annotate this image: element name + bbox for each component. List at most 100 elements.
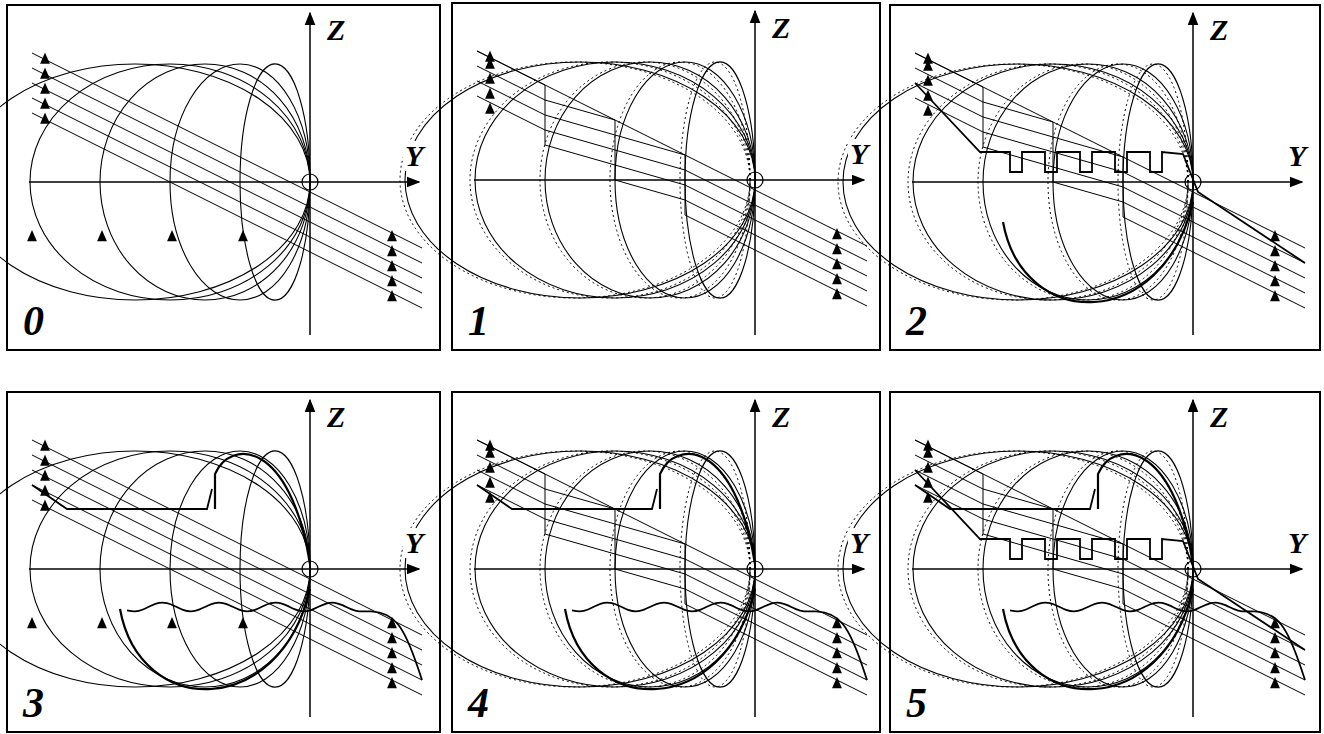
arrow-head [27,230,37,241]
arrow-head [1270,677,1280,688]
arrow-head [97,617,107,628]
field-line [32,455,422,650]
y-axis [912,181,1302,183]
panel-frame [7,5,440,350]
axis-label: Z [770,13,792,43]
arrow-head [238,617,248,628]
axis-label: Z [1208,402,1230,432]
panel [0,392,440,732]
arrow-head [40,113,50,124]
arrow-head [27,617,37,628]
arrow-head [238,230,248,241]
panel-number: 1 [466,300,491,342]
zigzag-line [915,83,1305,263]
arrow-head [387,290,397,301]
axis-label: Z [1208,15,1230,45]
arrow-head [1270,647,1280,658]
field-line [915,68,1305,278]
field-line [32,500,422,695]
panel-frame [452,3,880,350]
field-line [32,440,422,635]
axis-label: Y [1286,141,1308,171]
field-line [477,81,867,291]
panel [838,5,1320,350]
arrow-head [923,447,933,458]
arrow-head [485,103,495,114]
arrow-head [1270,632,1280,643]
arrow-head [387,230,397,241]
arrow-head [40,470,50,481]
field-line [32,68,422,263]
arrow-head [832,632,842,643]
axis-label: Y [403,141,425,171]
field-line [915,440,1305,650]
arrow-head [97,230,107,241]
field-line [915,470,1305,680]
arrow-head [832,662,842,673]
field-line [32,53,422,248]
field-line [915,455,1305,665]
field-line [477,455,867,665]
panel [400,392,880,732]
arrow-head [40,53,50,64]
arrow-head [832,258,842,269]
axis-label: Y [403,528,425,558]
arrow-head [832,677,842,688]
panel [400,3,880,350]
arrow-head [832,243,842,254]
axis-label: Z [325,402,347,432]
y-axis [29,568,419,570]
arrow-head [387,632,397,643]
arrow-head [1270,290,1280,301]
arrow-head [40,440,50,451]
panel [838,392,1320,732]
arrow-head [923,75,933,86]
z-axis [754,11,756,335]
field-line [32,113,422,308]
origin-circle [1185,561,1201,577]
arrow-head [167,617,177,628]
bent-line [915,485,1095,509]
arrow-head [387,662,397,673]
arrow-head [485,88,495,99]
arrow-head [485,73,495,84]
field-line [477,470,867,680]
origin-circle [1185,174,1201,190]
panel-frame [7,392,440,732]
axis-label: Z [770,402,792,432]
arrow-head [387,647,397,658]
arrow-head [40,500,50,511]
arrow-head [1270,275,1280,286]
arrow-head [387,275,397,286]
field-line [477,51,867,261]
arrow-head [832,647,842,658]
arrow-head [167,230,177,241]
panel-frame [890,5,1320,350]
field-line [32,83,422,278]
axis-label: Y [1286,528,1308,558]
field-line [477,96,867,306]
field-line [477,440,867,650]
z-axis [754,400,756,717]
origin-circle [747,172,763,188]
origin-circle [302,174,318,190]
arrow-head [40,83,50,94]
field-line [32,470,422,665]
y-axis [474,568,864,570]
y-axis [912,568,1302,570]
arrow-head [832,228,842,239]
z-axis [1192,400,1194,717]
arrow-head [832,288,842,299]
arrow-head [387,245,397,256]
panel [0,5,440,350]
arrow-head [923,60,933,71]
y-axis [29,181,419,183]
axis-label: Y [848,139,870,169]
arrow-head [1270,245,1280,256]
bent-line [477,485,657,509]
field-line [915,98,1305,308]
z-axis [309,400,311,717]
arrow-head [1270,260,1280,271]
